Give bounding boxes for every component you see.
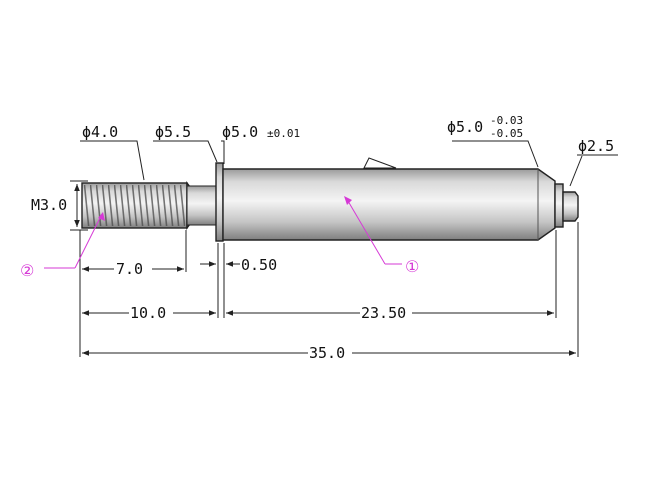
tip <box>562 191 579 222</box>
body-notch <box>363 157 397 169</box>
dia-collar-label: ϕ5.5 <box>155 123 191 141</box>
len-thread-label: 7.0 <box>116 260 143 278</box>
callout-part-1: ① <box>405 257 419 276</box>
len-body-label: 23.50 <box>361 304 406 322</box>
len-collar-label: 0.50 <box>241 256 277 274</box>
thread-size-label: M3.0 <box>31 196 67 214</box>
dia-body-tol: ±0.01 <box>267 127 300 140</box>
callout-part-2: ② <box>20 261 34 280</box>
neck <box>186 185 217 226</box>
diameter-leaders: ϕ4.0 ϕ5.5 ϕ5.0 ±0.01 ϕ5.0 -0.03 -0.05 ϕ2… <box>31 114 618 231</box>
dia-thread-label: ϕ4.0 <box>82 123 118 141</box>
tip-flange <box>554 183 564 228</box>
main-body <box>222 168 556 241</box>
dia-body-end-tol-upper: -0.03 <box>490 114 523 127</box>
len-front-label: 10.0 <box>130 304 166 322</box>
pin-part <box>81 157 579 242</box>
dia-body-end-label: ϕ5.0 <box>447 118 483 136</box>
dia-body-label: ϕ5.0 <box>222 123 258 141</box>
dia-body-end-tol-lower: -0.05 <box>490 127 523 140</box>
collar <box>215 162 224 242</box>
extension-lines <box>79 222 579 357</box>
dia-tip-label: ϕ2.5 <box>578 137 614 155</box>
length-dimensions: 7.0 0.50 10.0 23.50 35.0 <box>82 256 576 362</box>
part-callouts: ① ② <box>20 196 419 280</box>
len-total-label: 35.0 <box>309 344 345 362</box>
